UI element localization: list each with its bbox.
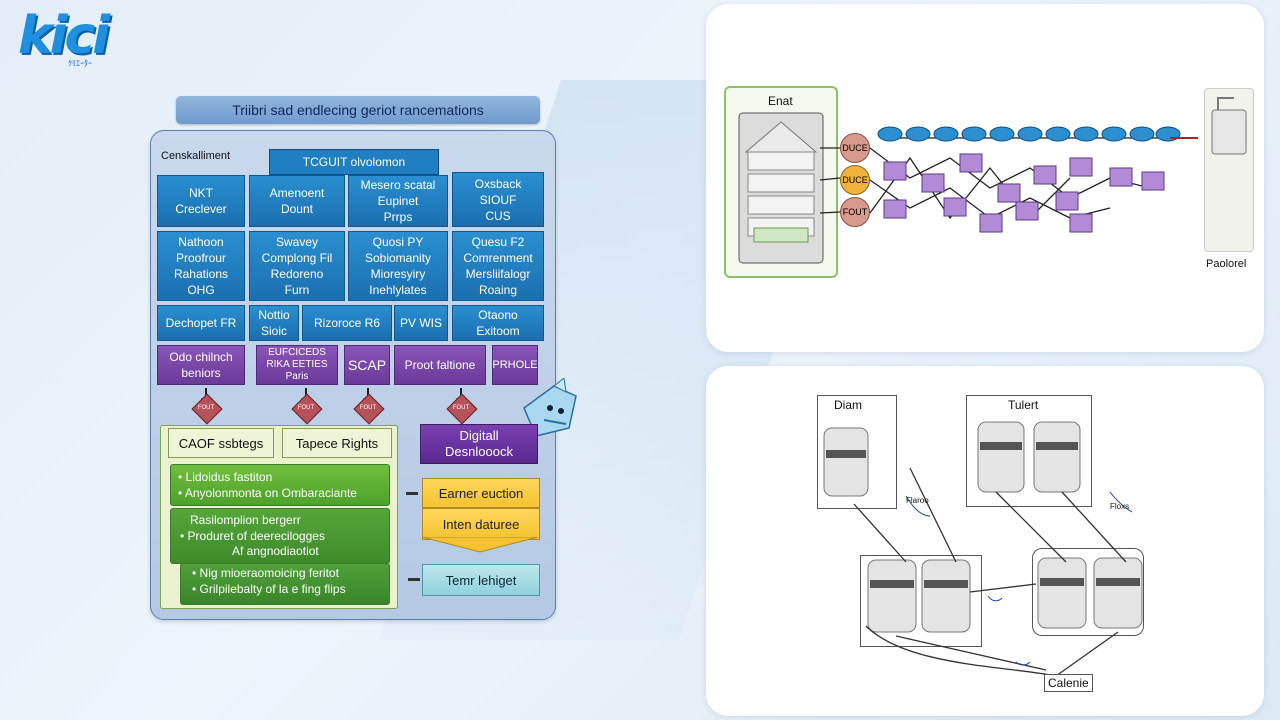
cell-r2-c3: Quosi PY Sobiomanity Mioresyiry Inehlyla… [348, 231, 448, 301]
diamond-label: FOUT [452, 405, 470, 411]
group-label-diam: Diam [834, 398, 863, 412]
sketch-network [823, 421, 1143, 677]
output-device-icon [1211, 97, 1247, 155]
input-stack [738, 112, 824, 264]
cell-r4-c1: Odo chilnch beniors [157, 345, 245, 385]
small-label: Floxs [1110, 502, 1130, 511]
teal-box: Temr lehiget [422, 564, 540, 596]
green-panel-3 [180, 563, 390, 605]
kici-logo: kici ｸﾘｴｰﾀｰ [18, 8, 128, 78]
cell-r1-c4: Oxsback SIOUF CUS [452, 172, 544, 227]
cell-r4-c2: EUFCICEDS RIKA EETIES Paris [256, 345, 338, 385]
cell-r4-c5: PRHOLE [492, 345, 538, 385]
green-2-line-1: Rasilomplion bergerr [190, 513, 301, 527]
cell-r3-c5: Otaono Exitoom [452, 305, 544, 341]
output-label: Paolorel [1206, 258, 1247, 270]
mascot-icon [523, 378, 577, 437]
green-3-line-1: • Nig mioeraomoicing feritot [192, 566, 339, 580]
green-1-line-1: • Lidoidus fastiton [178, 470, 273, 484]
cell-r4-c4: Proot faltione [394, 345, 486, 385]
yellow-box-2: Inten daturee [422, 508, 540, 540]
diamond-label: FOUT [197, 405, 215, 411]
cell-r1-c3: Mesero scatal Eupinet Prrps [348, 175, 448, 227]
cell-r1-c1: NKT Creclever [157, 175, 245, 227]
digital-box: Digitall Desnlooock [420, 424, 538, 464]
pill-right: Tapece Rights [282, 428, 392, 458]
green-2-line-2: • Produret of deerecilogges [180, 529, 325, 543]
node-circle: DUCE [840, 133, 870, 163]
cell-r1-c2: Amenoent Dount [249, 175, 345, 227]
yellow-box-1: Earner euction [422, 478, 540, 508]
cell-r3-c3: Rizoroce R6 [302, 305, 392, 341]
yellow-chevron [422, 537, 538, 553]
small-label: Flaroo [906, 496, 929, 505]
green-3-line-2: • Grilpilebalty of la e fing flips [192, 582, 346, 596]
panel-label: Censkalliment [161, 150, 231, 162]
diagram-title: Triibri sad endlecing geriot rancemation… [176, 96, 540, 124]
green-panel-1 [170, 464, 390, 506]
node-circle: FOUT [840, 197, 870, 227]
output-label-calenie: Calenie [1044, 674, 1093, 692]
cell-r2-c4: Quesu F2 Comrenment Mersliifalogr Roaing [452, 231, 544, 301]
cell-r2-c2: Swavey Complong Fil Redoreno Furn [249, 231, 345, 301]
input-label: Enat [768, 94, 793, 108]
diamond-label: FOUT [297, 405, 315, 411]
green-1-line-2: • Anyolonmonta on Ombaraciante [178, 486, 357, 500]
logo-word: kici [18, 6, 110, 66]
pill-left: CAOF ssbtegs [168, 428, 274, 458]
cell-r4-c3: SCAP [344, 345, 390, 385]
cell-r3-c2: Nottio Sioic [249, 305, 299, 341]
group-label-tulert: Tulert [1008, 398, 1039, 412]
connector-arrow [406, 492, 418, 495]
cell-r2-c1: Nathoon Proofrour Rahations OHG [157, 231, 245, 301]
cell-r3-c1: Dechopet FR [157, 305, 245, 341]
cell-r3-c4: PV WIS [394, 305, 448, 341]
logo-tagline: ｸﾘｴｰﾀｰ [68, 59, 92, 68]
network-graph [820, 126, 1198, 233]
green-2-line-3: Af angnodiaotiot [232, 544, 319, 558]
node-circle: DUCE [840, 165, 870, 195]
panel-tag: TCGUIT olvolomon [269, 149, 439, 175]
diamond-label: FOUT [359, 405, 377, 411]
connector-arrow [408, 578, 420, 581]
